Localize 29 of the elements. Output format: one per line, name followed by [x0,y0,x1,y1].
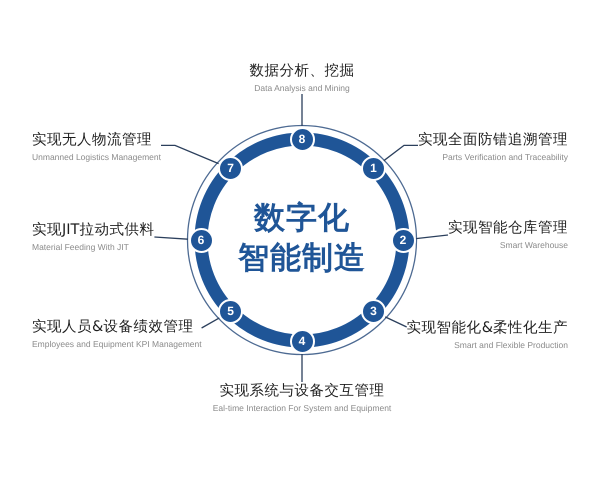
leader-line [154,236,188,240]
item-subtitle: Employees and Equipment KPI Management [32,338,202,350]
leader-line [301,94,303,126]
item-subtitle: Eal-time Interaction For System and Equipment [212,402,392,414]
item-subtitle: Smart and Flexible Production [454,339,568,351]
item-title: 实现智能仓库管理 [448,219,568,238]
number-circle: 4 [290,328,314,354]
item-title: 实现人员&设备绩效管理 [32,318,194,337]
center-title: 数字化智能制造 [232,198,372,278]
item-subtitle: Material Feeding With JIT [32,241,129,253]
item-subtitle: Parts Verification and Traceability [442,151,568,163]
item-title: 实现智能化&柔性化生产 [406,319,568,338]
leader-line [301,354,303,382]
number-circle: 8 [290,126,314,152]
number-circle: 6 [188,228,214,252]
item-subtitle: Unmanned Logistics Management [32,151,161,163]
leader-line [383,144,418,162]
leader-line [416,234,448,240]
leader-line [201,317,220,329]
item-subtitle: Smart Warehouse [500,239,568,251]
item-subtitle: Data Analysis and Mining [254,82,350,94]
number-circle: 2 [390,228,416,252]
item-title: 数据分析、挖掘 [250,62,354,81]
leader-line [161,144,219,164]
item-title: 实现JIT拉动式供料 [32,221,154,240]
item-title: 实现无人物流管理 [32,131,152,150]
leader-line [384,316,407,328]
item-title: 实现系统与设备交互管理 [220,382,384,401]
item-title: 实现全面防错追溯管理 [418,131,568,150]
